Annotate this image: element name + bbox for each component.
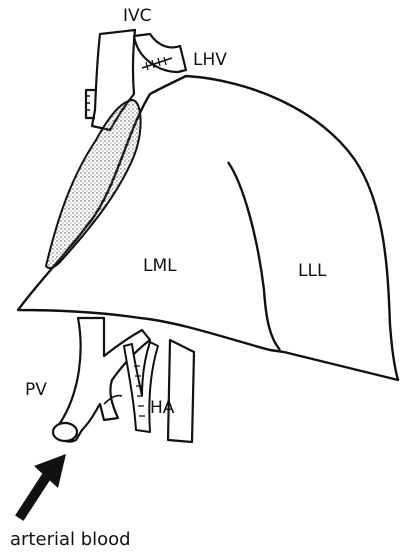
left-hepatic-vein: [134, 34, 186, 72]
caption-arterial-blood: arterial blood: [10, 531, 131, 549]
label-ivc: IVC: [123, 8, 152, 25]
hepatic-artery: [124, 342, 158, 432]
label-lml: LML: [143, 258, 177, 275]
label-ha: HA: [150, 400, 174, 417]
arterial-blood-arrow: [22, 454, 66, 514]
label-lhv: LHV: [193, 52, 227, 69]
label-lll: LLL: [298, 263, 326, 280]
label-pv: PV: [25, 382, 47, 399]
inferior-vena-cava-lower: [168, 340, 194, 442]
